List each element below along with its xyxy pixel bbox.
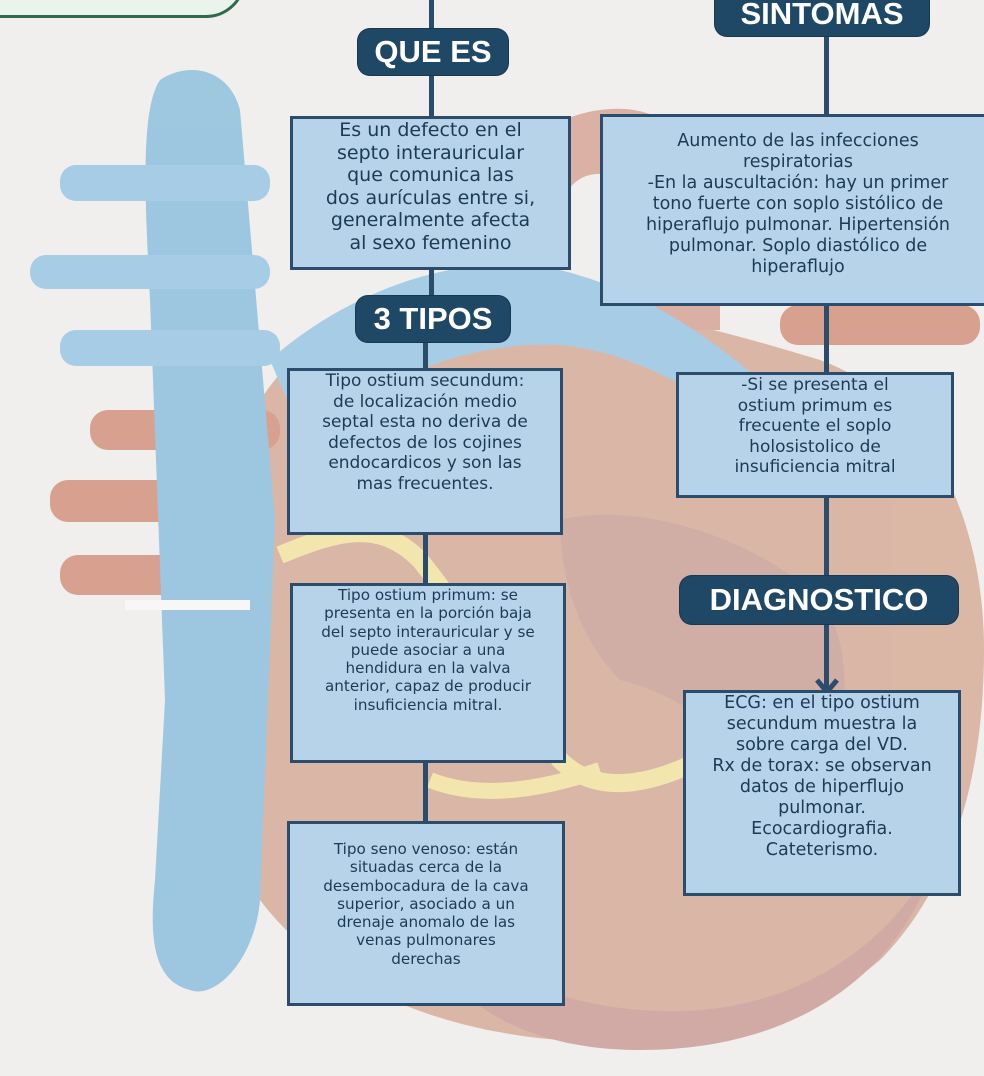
label-que-es: QUE ES xyxy=(358,29,508,75)
definition-box: Es un defecto en el septo interauricular… xyxy=(290,116,571,270)
label-tipos: 3 TIPOS xyxy=(356,296,510,342)
connector-line xyxy=(423,762,428,822)
type-seno-venoso-text: Tipo seno venoso: están situadas cerca d… xyxy=(323,840,528,968)
symptoms-box: Aumento de las infecciones respiratorias… xyxy=(600,114,984,306)
connector-line xyxy=(423,340,428,370)
connector-line xyxy=(429,74,434,118)
connector-line xyxy=(824,496,829,576)
type-primum-box: Tipo ostium primum: se presenta en la po… xyxy=(290,583,566,763)
corner-decoration xyxy=(0,0,246,18)
connector-line xyxy=(423,533,428,585)
type-secundum-text: Tipo ostium secundum: de localización me… xyxy=(322,371,528,494)
connector-line xyxy=(824,305,829,375)
type-seno-venoso-box: Tipo seno venoso: están situadas cerca d… xyxy=(287,821,565,1006)
type-secundum-box: Tipo ostium secundum: de localización me… xyxy=(287,368,563,535)
definition-text: Es un defecto en el septo interauricular… xyxy=(326,119,535,254)
label-sintomas: SINTOMAS xyxy=(715,0,929,36)
diagnosis-text: ECG: en el tipo ostium secundum muestra … xyxy=(712,693,931,861)
type-primum-text: Tipo ostium primum: se presenta en la po… xyxy=(321,586,534,714)
label-diagnostico: DIAGNOSTICO xyxy=(680,576,958,624)
symptoms-secondary-text: -Si se presenta el ostium primum es frec… xyxy=(734,375,895,478)
diagnosis-box: ECG: en el tipo ostium secundum muestra … xyxy=(683,690,961,896)
symptoms-secondary-box: -Si se presenta el ostium primum es frec… xyxy=(676,372,954,498)
symptoms-text: Aumento de las infecciones respiratorias… xyxy=(646,131,950,278)
connector-line xyxy=(824,32,829,116)
